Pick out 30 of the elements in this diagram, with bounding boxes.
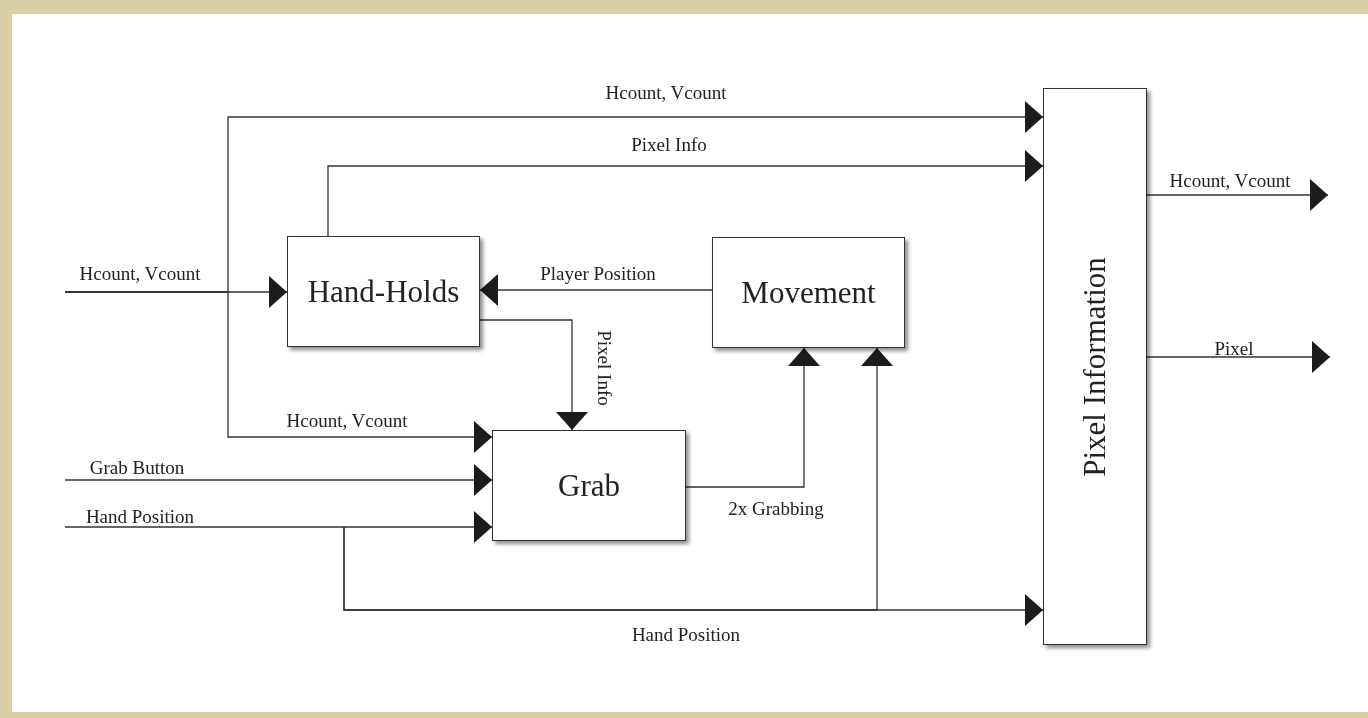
arrow [64, 511, 493, 543]
edge-label: Hcount, Vcount [605, 82, 727, 102]
edge-label: Pixel [1214, 338, 1254, 358]
box-title: Grab [558, 467, 620, 504]
edge-label: Player Position [540, 263, 656, 283]
edge-label: Hand Position [85, 506, 195, 526]
arrow [64, 291, 493, 453]
arrow [1146, 179, 1329, 211]
process-box [1043, 88, 1147, 645]
process-box [492, 430, 686, 541]
edge-label: Grab Button [89, 457, 185, 477]
edge-label: 2x Grabbing [728, 498, 824, 518]
edge-label: Hand Position [631, 624, 741, 644]
edge-label: Pixel Info [631, 134, 707, 154]
edge-label: Hcount, Vcount [79, 263, 201, 283]
arrow [479, 319, 588, 431]
arrow [327, 150, 1044, 237]
arrow [1146, 341, 1331, 373]
process-box [712, 237, 905, 348]
edge-label: Hcount, Vcount [286, 410, 408, 430]
edge-label: Hcount, Vcount [1169, 170, 1291, 190]
edge-label: Pixel Info [594, 330, 614, 406]
box-title: Hand-Holds [307, 273, 460, 310]
arrow [685, 347, 820, 488]
process-box [287, 236, 480, 347]
box-title: Movement [741, 274, 876, 311]
arrow [64, 464, 493, 496]
arrow [479, 274, 713, 306]
arrow [343, 347, 893, 611]
box-title: Pixel Information [1077, 256, 1113, 477]
